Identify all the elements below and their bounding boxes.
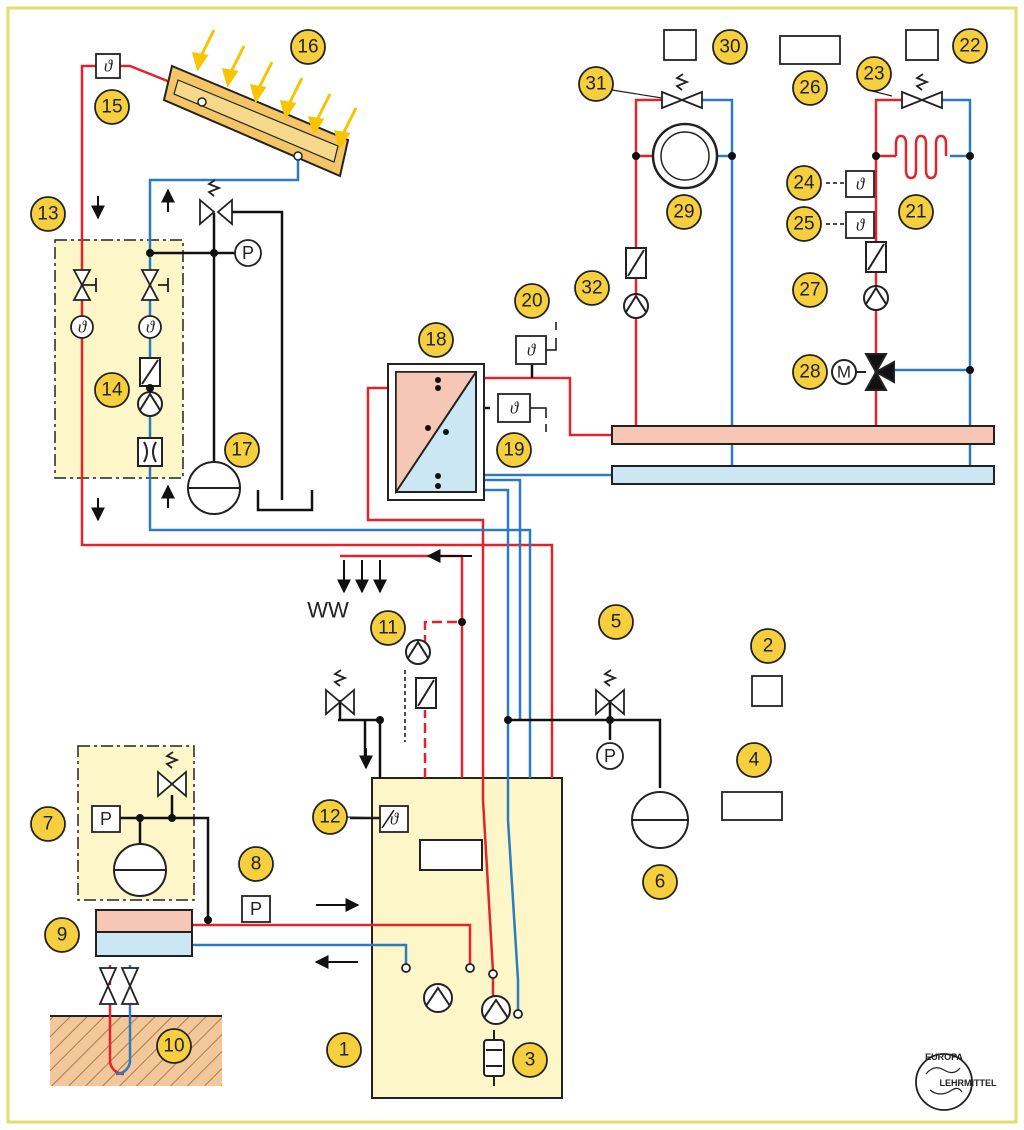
unit-display xyxy=(419,839,483,871)
badge-22: 22 xyxy=(959,36,980,57)
badge-29: 29 xyxy=(673,202,694,223)
pressure-switch-brine: P xyxy=(250,899,262,919)
badge-25: 25 xyxy=(793,214,814,235)
expansion-vessels xyxy=(113,461,689,897)
badge-3: 3 xyxy=(525,1050,536,1071)
leader-lines xyxy=(346,89,893,819)
flow-arrows xyxy=(91,188,472,969)
unit-ports xyxy=(401,963,523,1019)
sensor-flow-temp-a: ϑ xyxy=(856,175,866,194)
badge-4: 4 xyxy=(749,750,760,771)
sensor-collector-temp: ϑ xyxy=(104,57,114,76)
number-badge-labels: 1 2 3 4 5 6 7 8 9 10 11 12 13 14 15 16 1… xyxy=(37,36,980,1071)
temp-gauge-solar-hot: ϑ xyxy=(78,318,88,337)
badge-9: 9 xyxy=(57,925,68,946)
badge-17: 17 xyxy=(231,440,252,461)
badge-27: 27 xyxy=(799,280,820,301)
connection-nodes xyxy=(136,152,974,924)
sensor-wires xyxy=(381,322,557,829)
badge-21: 21 xyxy=(905,202,926,223)
badge-23: 23 xyxy=(863,64,884,85)
badge-5: 5 xyxy=(611,612,622,633)
badge-18: 18 xyxy=(425,330,446,351)
temp-gauges xyxy=(70,315,162,339)
hot-water-label: WW xyxy=(307,598,349,623)
badge-11: 11 xyxy=(378,618,398,639)
cold-manifold xyxy=(611,465,995,485)
heat-exchanger-hot xyxy=(95,909,193,933)
badge-16: 16 xyxy=(297,37,318,58)
sensor-boxes xyxy=(91,53,875,923)
heating-loads xyxy=(651,122,948,190)
badge-2: 2 xyxy=(763,636,774,657)
filter-dryer xyxy=(483,1030,505,1086)
badge-8: 8 xyxy=(251,854,262,875)
pressure-gauges xyxy=(234,239,624,770)
badge-19: 19 xyxy=(503,440,524,461)
hot-manifold xyxy=(611,425,995,445)
sun-rays xyxy=(191,29,358,150)
solar-station-panel xyxy=(54,239,184,479)
motor-symbol: M xyxy=(837,363,851,382)
pumps xyxy=(137,285,889,1025)
badge-12: 12 xyxy=(319,807,340,828)
heat-exchanger-cold xyxy=(95,931,193,957)
publisher-logo: EUROPA LEHRMITTEL xyxy=(915,1052,997,1111)
ground-hatch xyxy=(50,1016,222,1086)
pressure-gauge-system: P xyxy=(604,746,616,766)
number-badges xyxy=(30,28,988,1078)
logo-lehrmittel: LEHRMITTEL xyxy=(940,1078,997,1088)
pressure-gauge-solar: P xyxy=(242,243,254,263)
pressure-switch-module: P xyxy=(100,809,112,829)
badge-6: 6 xyxy=(655,872,666,893)
sensor-buffer-temp: ϑ xyxy=(510,399,520,418)
badge-14: 14 xyxy=(101,380,123,401)
valves xyxy=(72,90,943,1005)
sensor-leads xyxy=(404,182,846,742)
badge-26: 26 xyxy=(799,78,820,99)
badge-13: 13 xyxy=(37,204,58,225)
badge-31: 31 xyxy=(585,74,606,95)
logo-europa: EUROPA xyxy=(925,1052,963,1062)
badge-10: 10 xyxy=(163,1036,184,1057)
badge-32: 32 xyxy=(581,278,602,299)
solar-collector xyxy=(162,64,350,178)
badge-1: 1 xyxy=(339,1040,350,1061)
sensor-flow-temp-b: ϑ xyxy=(856,216,866,235)
temp-gauge-solar-cold: ϑ xyxy=(146,318,156,337)
mixing-valve xyxy=(831,353,895,391)
safety-valves xyxy=(157,73,930,798)
badge-20: 20 xyxy=(521,291,542,312)
filters xyxy=(137,241,887,709)
badge-28: 28 xyxy=(799,362,820,383)
badge-30: 30 xyxy=(719,37,740,58)
hot-pipes xyxy=(80,64,902,1076)
badge-24: 24 xyxy=(793,173,815,194)
badge-7: 7 xyxy=(43,814,54,835)
buffer-divider xyxy=(395,371,477,493)
sensor-unit-thermostat: ϑ xyxy=(390,810,400,829)
legend-boxes xyxy=(663,29,939,821)
black-pipes xyxy=(118,210,662,918)
sensor-outdoor-temp: ϑ xyxy=(527,341,537,360)
badge-15: 15 xyxy=(101,97,122,118)
